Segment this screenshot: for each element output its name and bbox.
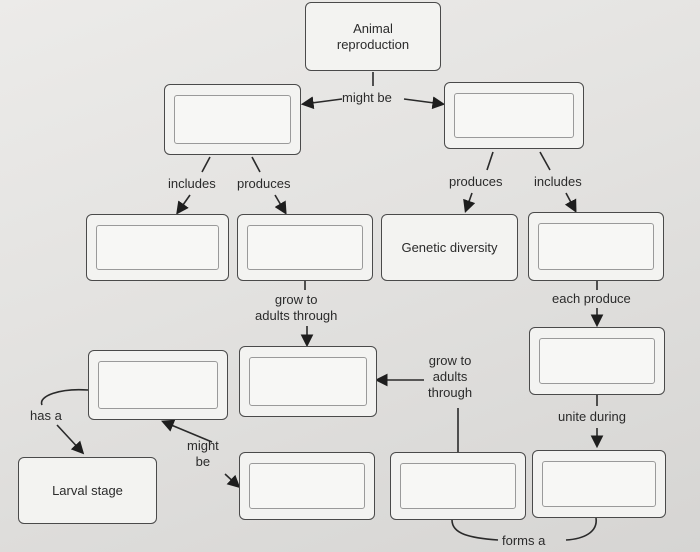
blank-box-level4-1[interactable] xyxy=(239,452,375,520)
arrow-might-be-left xyxy=(300,96,343,110)
blank-box-level1-right[interactable] xyxy=(444,82,584,149)
label-produces-right: produces xyxy=(449,174,503,189)
connector-has-a xyxy=(40,388,89,406)
blank-box-level4-2[interactable] xyxy=(390,452,526,520)
label-grow-left: grow to adults through xyxy=(255,292,338,323)
label-unite-during: unite during xyxy=(558,409,626,424)
label-might-be-top: might be xyxy=(342,90,392,105)
arrow-produces-left xyxy=(274,194,287,215)
node-larval-stage-text: Larval stage xyxy=(52,482,123,498)
blank-box-level2-2[interactable] xyxy=(237,214,373,281)
connector-includes-left xyxy=(201,156,211,173)
connector-produces-left xyxy=(251,156,261,173)
blank-box-level3-1[interactable] xyxy=(88,350,228,420)
arrow-might-be-up xyxy=(161,419,213,443)
node-larval-stage: Larval stage xyxy=(18,457,157,524)
node-genetic-diversity-text: Genetic diversity xyxy=(401,239,498,255)
arrow-might-be-right xyxy=(403,96,446,110)
connector-includes-right xyxy=(539,151,551,171)
blank-box-level3-2[interactable] xyxy=(239,346,377,417)
label-includes-right: includes xyxy=(534,174,582,189)
node-animal-reproduction-text: Animal reproduction xyxy=(336,20,410,52)
blank-box-level3-3[interactable] xyxy=(529,327,665,395)
connector-produces-right xyxy=(486,151,494,171)
label-includes-left: includes xyxy=(168,176,216,191)
label-each-produce: each produce xyxy=(552,291,631,306)
label-has-a: has a xyxy=(30,408,62,423)
label-grow-right: grow to adults through xyxy=(428,353,473,400)
node-genetic-diversity: Genetic diversity xyxy=(381,214,518,281)
blank-box-level4-3[interactable] xyxy=(532,450,666,518)
node-animal-reproduction: Animal reproduction xyxy=(305,2,441,71)
arrow-might-be-down xyxy=(224,473,241,489)
arrow-includes-right xyxy=(564,192,577,213)
blank-box-level1-left[interactable] xyxy=(164,84,301,155)
label-produces-left: produces xyxy=(237,176,291,191)
label-forms-a: forms a xyxy=(502,533,546,548)
arrow-has-a xyxy=(56,424,85,455)
blank-box-level2-4[interactable] xyxy=(528,212,664,281)
blank-box-level2-1[interactable] xyxy=(86,214,229,281)
arrow-includes-left xyxy=(176,194,191,215)
arrow-produces-right xyxy=(463,192,476,214)
connector-forms-left xyxy=(451,519,499,541)
connector-forms-right xyxy=(565,517,597,541)
label-might-be-bottom: might be xyxy=(187,438,219,469)
